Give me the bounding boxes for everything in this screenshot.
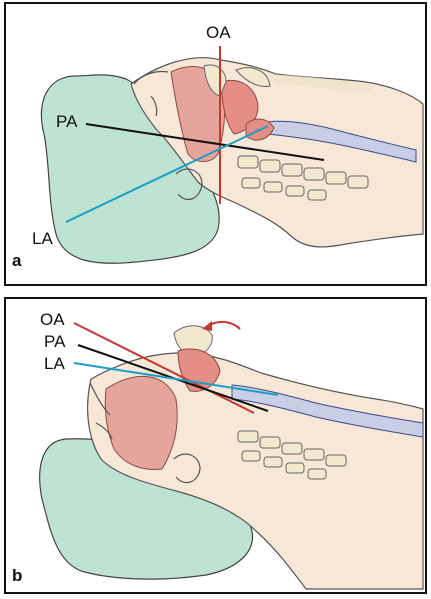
pharyngeal-axis-label: PA [56, 112, 78, 131]
panel-letter-b: b [12, 566, 22, 585]
laryngeal-axis-label: LA [32, 229, 53, 248]
panel-a: OA PA LA a [4, 2, 427, 286]
panel-b: OA PA LA b [4, 297, 427, 594]
oral-axis-label: OA [206, 23, 231, 42]
laryngeal-axis-label: LA [44, 354, 65, 373]
oral-axis-label: OA [40, 310, 65, 329]
panel-a-illustration: OA PA LA a [6, 4, 425, 284]
panel-b-illustration: OA PA LA b [6, 299, 425, 592]
panel-letter-a: a [12, 251, 22, 270]
pharyngeal-axis-label: PA [44, 332, 66, 351]
